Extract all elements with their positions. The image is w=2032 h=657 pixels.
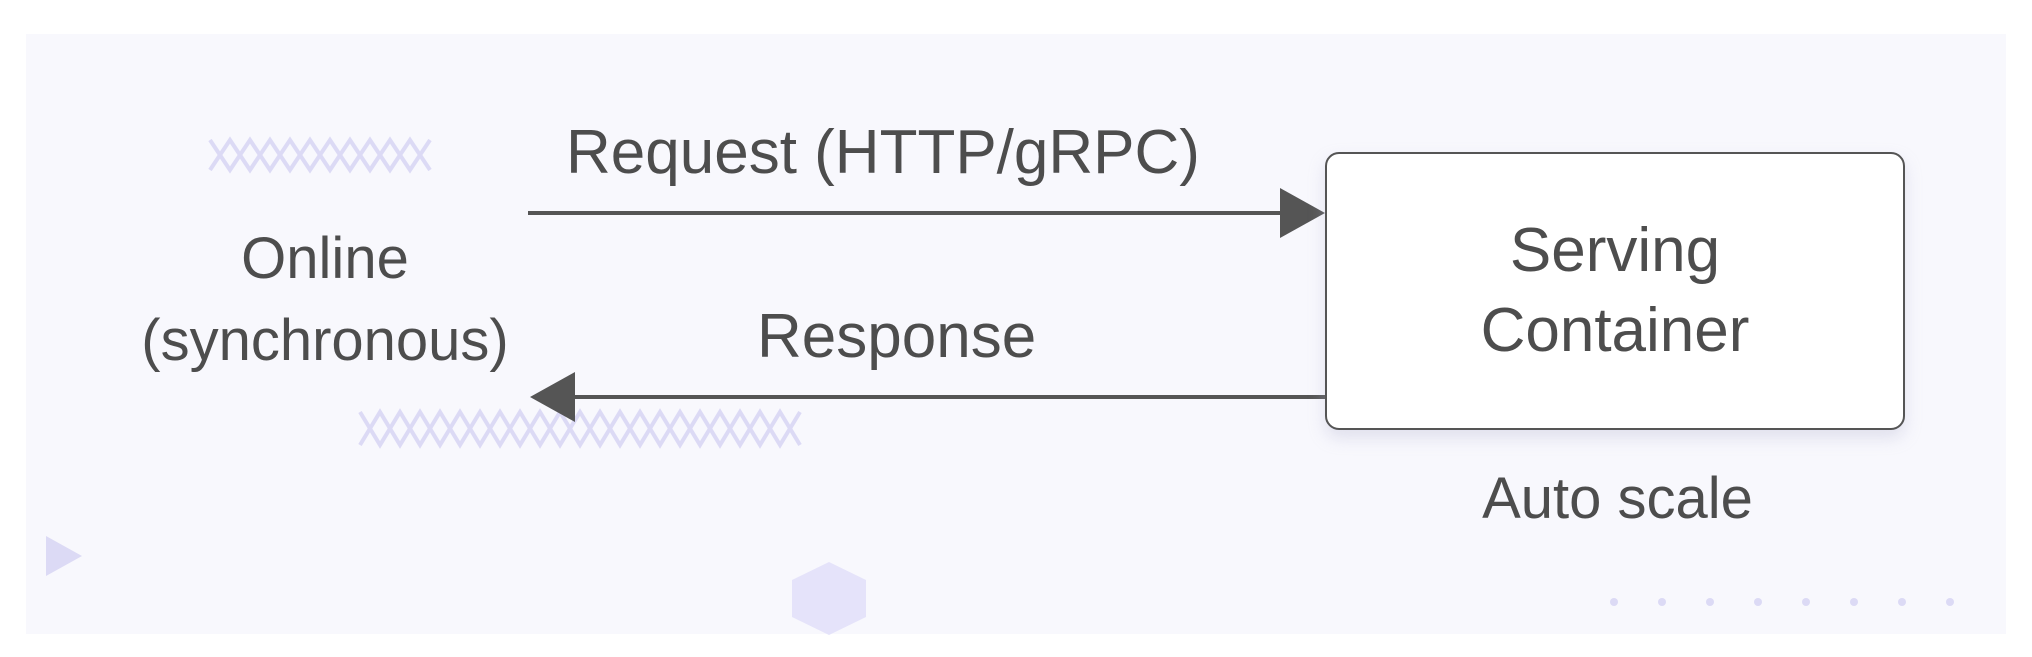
triangle-decoration — [46, 536, 82, 576]
serving-container-box: Serving Container — [1325, 152, 1905, 430]
dot-row-decoration — [1610, 598, 1954, 606]
hexagon-decoration — [792, 562, 866, 635]
online-client-label: Online (synchronous) — [105, 218, 545, 382]
zigzag-pattern-bottom — [358, 408, 802, 449]
response-arrow — [530, 372, 1325, 422]
zigzag-pattern-top — [208, 136, 432, 174]
request-arrow — [528, 188, 1325, 238]
client-label-line2: (synchronous) — [141, 308, 509, 373]
container-label-line1: Serving — [1509, 216, 1721, 285]
client-label-line1: Online — [241, 226, 409, 291]
response-label: Response — [757, 302, 1037, 371]
auto-scale-label: Auto scale — [1482, 466, 1753, 531]
request-label: Request (HTTP/gRPC) — [566, 118, 1200, 187]
container-label-line2: Container — [1480, 296, 1750, 365]
